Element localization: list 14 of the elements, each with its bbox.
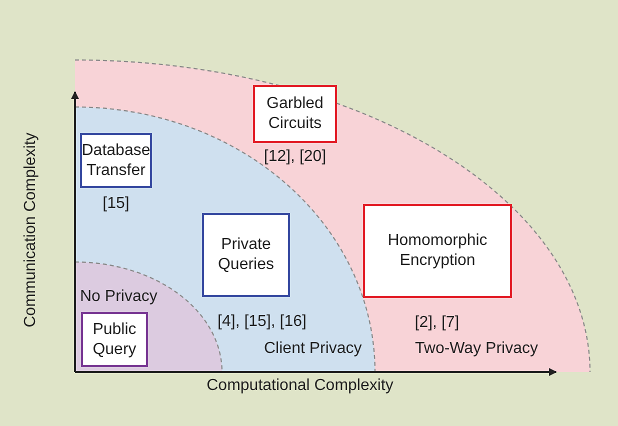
region-label: Client Privacy: [264, 340, 362, 358]
axis-label: Computational Complexity: [206, 377, 394, 395]
method-box: Database Transfer: [80, 133, 152, 188]
citation-label: [2], [7]: [414, 314, 460, 332]
citation-label: [4], [15], [16]: [218, 313, 306, 331]
method-box: Homomorphic Encryption: [363, 204, 512, 298]
method-box: Public Query: [81, 312, 148, 367]
region-label: Two-Way Privacy: [415, 340, 538, 358]
citation-label: [15]: [102, 195, 130, 213]
citation-label: [12], [20]: [264, 148, 326, 166]
axis-label: Communication Complexity: [22, 132, 40, 328]
region-label: No Privacy: [80, 288, 158, 306]
method-box: Garbled Circuits: [253, 85, 337, 143]
method-box: Private Queries: [202, 213, 290, 297]
